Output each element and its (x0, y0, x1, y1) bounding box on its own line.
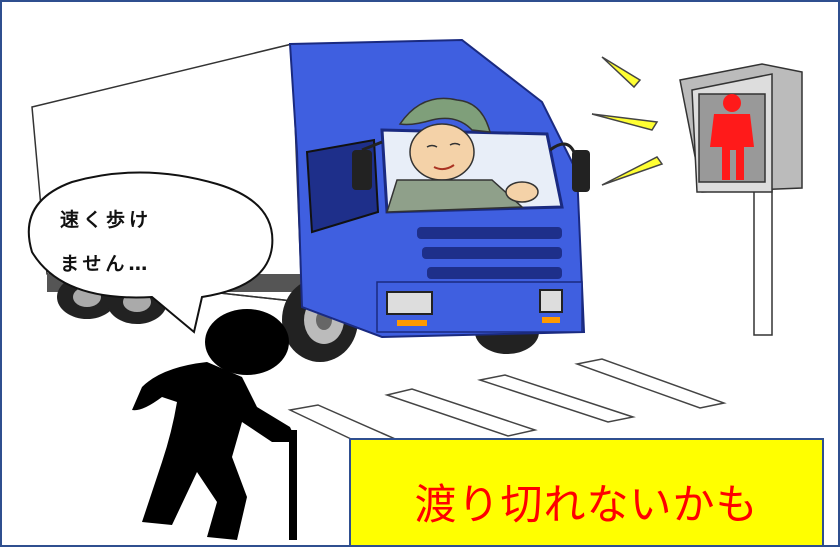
signal-pole (753, 186, 773, 336)
flash-mark (591, 113, 659, 131)
crosswalk-stripe (384, 388, 538, 437)
pedestrian-body (132, 362, 297, 540)
speech-line-2: ません… (60, 253, 152, 275)
crosswalk-stripe (574, 358, 727, 409)
pedestrian-head (205, 309, 289, 375)
crosswalk (287, 358, 727, 449)
speech-bubble-text: 速く歩け ません… (60, 198, 240, 286)
right-mirror (572, 150, 590, 192)
headlight (386, 291, 433, 315)
signal-figure-body (710, 114, 754, 180)
crosswalk-stripe (477, 374, 636, 423)
headlight (539, 289, 563, 313)
driver-body (385, 179, 524, 213)
driver-hand (505, 181, 539, 203)
flash-mark (601, 156, 664, 186)
driver-cap (398, 97, 492, 133)
grille (417, 227, 562, 239)
speech-bubble (27, 171, 274, 334)
flash-mark (601, 56, 642, 89)
speech-bubble-shape (27, 171, 274, 334)
pedestrian-signal-red (679, 63, 803, 336)
left-mirror (352, 150, 372, 190)
driver-illustration (385, 97, 539, 213)
alert-flash-marks (591, 56, 664, 186)
speech-line-1: 速く歩け (60, 209, 153, 231)
walking-cane (289, 430, 297, 540)
signal-figure-head (723, 94, 741, 112)
caption-text: 渡り切れないかも (414, 480, 759, 529)
driver-face (409, 123, 475, 181)
caption-box: 渡り切れないかも (349, 438, 824, 545)
elderly-pedestrian-silhouette (132, 309, 297, 540)
